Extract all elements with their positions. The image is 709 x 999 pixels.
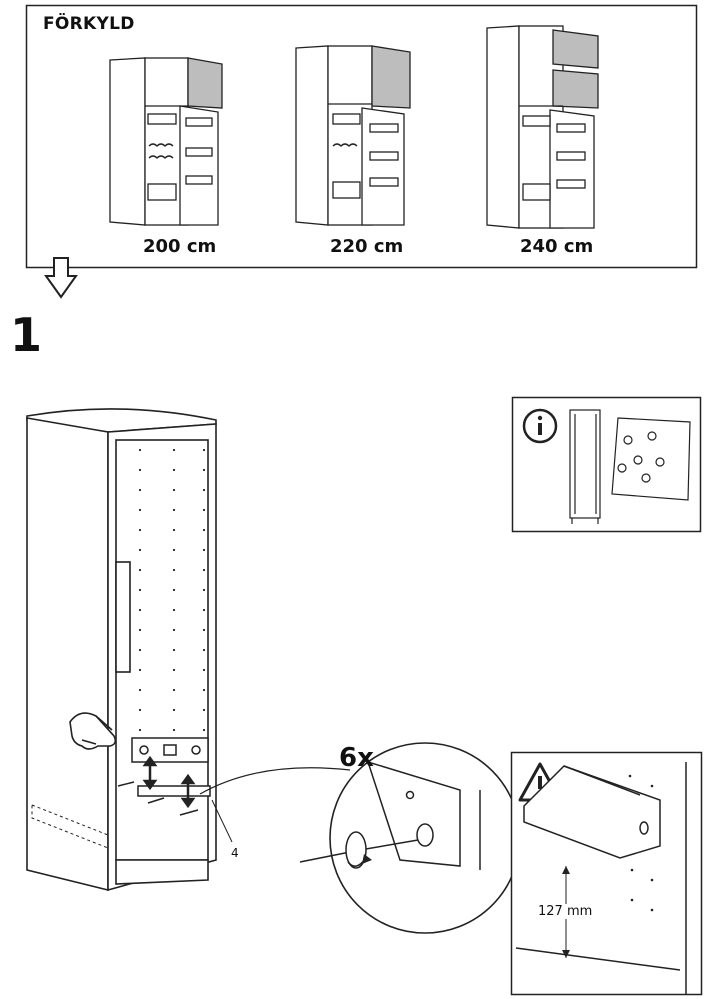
part-reference-number: 4 [231,846,239,860]
fridge-240cm-illustration [486,25,599,229]
forkyld-title: FÖRKYLD [43,14,135,34]
arrow-down-icon [44,257,78,299]
step-number: 1 [10,308,43,362]
fridge-220cm-illustration [295,45,411,226]
height-label-240: 240 cm [520,236,594,257]
height-label-200: 200 cm [143,236,217,257]
height-label-220: 220 cm [330,236,404,257]
measurement-label: 127 mm [538,904,593,919]
info-icon [522,408,558,444]
forkyld-panel [25,4,698,299]
screw-count-label: 6x [339,743,374,773]
hand-pointing-icon [69,712,117,750]
fridge-200cm-illustration [109,57,223,226]
